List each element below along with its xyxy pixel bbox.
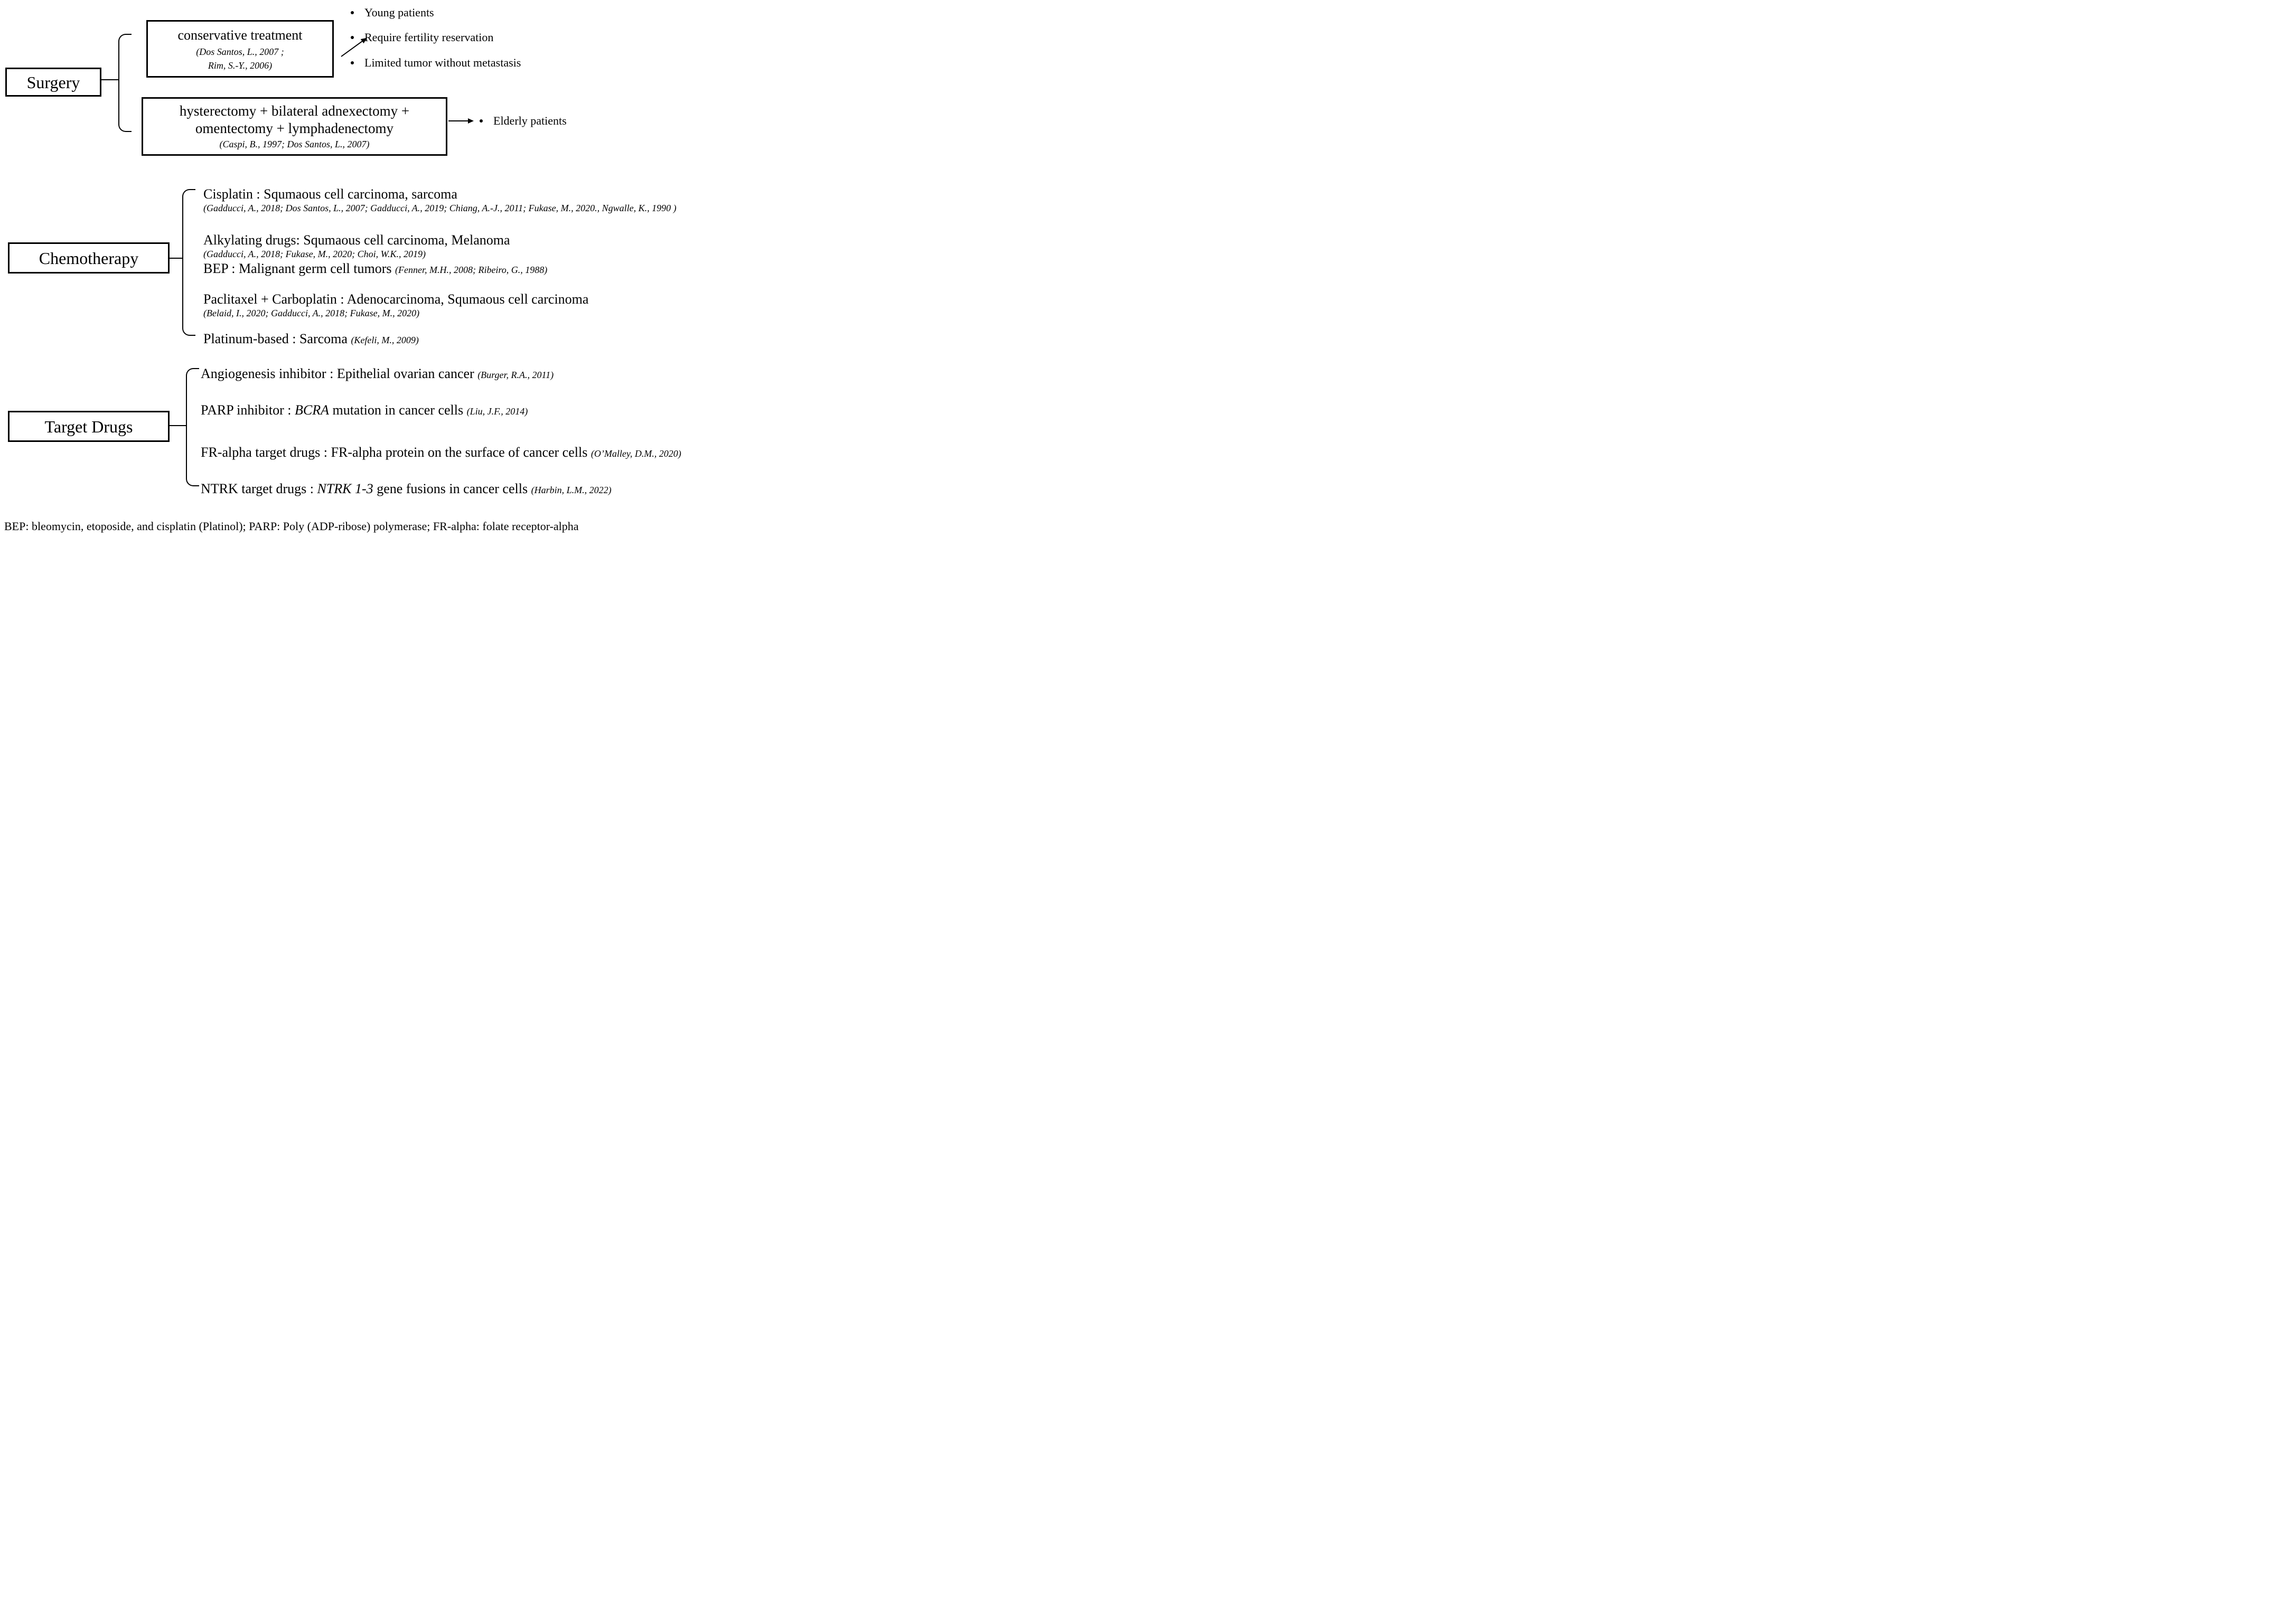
conservative-citation-line1: (Dos Santos, L., 2007 ; bbox=[196, 46, 284, 57]
target-drugs-label: Target Drugs bbox=[44, 417, 133, 436]
chemo-item-main: Platinum-based : Sarcoma bbox=[203, 331, 348, 346]
target-item-citation: (O’Malley, D.M., 2020) bbox=[591, 448, 681, 459]
conservative-bullet-2: Require fertility reservation bbox=[364, 31, 494, 44]
chemo-item-main: Paclitaxel + Carboplatin : Adenocarcinom… bbox=[203, 291, 589, 307]
chemo-item-main: Cisplatin : Squmaous cell carcinoma, sar… bbox=[203, 186, 457, 202]
target-item-fr-alpha: FR-alpha target drugs : FR-alpha protein… bbox=[201, 445, 681, 461]
treatment-flow-diagram: Surgery conservative treatment (Dos Sant… bbox=[0, 0, 765, 537]
bullet-dot bbox=[351, 36, 354, 39]
target-item-text: FR-alpha target drugs : FR-alpha protein… bbox=[201, 445, 591, 460]
abbreviation-key: BEP: bleomycin, etoposide, and cisplatin… bbox=[4, 520, 579, 533]
list-item: Young patients bbox=[351, 6, 434, 20]
conservative-citation-line2: Rim, S.-Y., 2006) bbox=[208, 60, 273, 71]
chemo-item-cisplatin: Cisplatin : Squmaous cell carcinoma, sar… bbox=[203, 186, 677, 214]
chemo-item-citation: (Gadducci, A., 2018; Dos Santos, L., 200… bbox=[203, 203, 677, 213]
radical-surgery-citation: (Caspi, B., 1997; Dos Santos, L., 2007) bbox=[219, 138, 370, 149]
target-item-citation: (Liu, J.F., 2014) bbox=[466, 406, 528, 417]
chemotherapy-label: Chemotherapy bbox=[39, 248, 139, 268]
chemo-item-bep: BEP : Malignant germ cell tumors (Fenner… bbox=[203, 261, 547, 278]
chemo-item-platinum: Platinum-based : Sarcoma (Kefeli, M., 20… bbox=[203, 331, 419, 348]
list-item: Limited tumor without metastasis bbox=[351, 56, 521, 70]
conservative-bullet-1: Young patients bbox=[364, 6, 434, 19]
chemo-item-citation: (Kefeli, M., 2009) bbox=[351, 335, 419, 345]
target-item-ntrk: NTRK target drugs : NTRK 1-3 gene fusion… bbox=[201, 481, 612, 498]
surgery-connector-line bbox=[101, 79, 119, 80]
surgery-box: Surgery bbox=[5, 68, 101, 97]
chemo-item-citation: (Fenner, M.H., 2008; Ribeiro, G., 1988) bbox=[395, 265, 548, 275]
chemo-item-paclitaxel: Paclitaxel + Carboplatin : Adenocarcinom… bbox=[203, 291, 588, 319]
target-item-em: NTRK 1-3 bbox=[317, 481, 373, 496]
bullet-dot bbox=[351, 61, 354, 64]
chemotherapy-connector-line bbox=[170, 258, 183, 259]
list-item: Require fertility reservation bbox=[351, 31, 493, 44]
target-item-parp: PARP inhibitor : BCRA mutation in cancer… bbox=[201, 402, 528, 419]
target-item-citation: (Burger, R.A., 2011) bbox=[477, 370, 554, 380]
surgery-bracket bbox=[118, 34, 132, 132]
chemo-item-citation: (Belaid, I., 2020; Gadducci, A., 2018; F… bbox=[203, 308, 420, 318]
target-item-text: mutation in cancer cells bbox=[329, 402, 467, 418]
right-arrow-icon bbox=[448, 118, 474, 124]
target-item-text: gene fusions in cancer cells bbox=[373, 481, 531, 496]
chemotherapy-box: Chemotherapy bbox=[8, 242, 170, 274]
radical-surgery-line1: hysterectomy + bilateral adnexectomy + bbox=[179, 102, 410, 119]
radical-bullet-1: Elderly patients bbox=[493, 114, 567, 127]
conservative-bullet-3: Limited tumor without metastasis bbox=[364, 56, 521, 69]
chemo-item-citation: (Gadducci, A., 2018; Fukase, M., 2020; C… bbox=[203, 249, 426, 259]
target-item-text: PARP inhibitor : bbox=[201, 402, 295, 418]
chemotherapy-bracket bbox=[182, 189, 195, 336]
conservative-treatment-box: conservative treatment (Dos Santos, L., … bbox=[146, 20, 334, 78]
target-drugs-bracket bbox=[186, 368, 199, 486]
list-item: Elderly patients bbox=[480, 114, 567, 128]
target-item-text: NTRK target drugs : bbox=[201, 481, 317, 496]
chemo-item-main: BEP : Malignant germ cell tumors bbox=[203, 261, 392, 276]
target-item-em: BCRA bbox=[294, 402, 329, 418]
target-item-citation: (Harbin, L.M., 2022) bbox=[531, 485, 612, 495]
target-drugs-box: Target Drugs bbox=[8, 411, 170, 442]
target-item-text: Angiogenesis inhibitor : Epithelial ovar… bbox=[201, 366, 478, 381]
bullet-dot bbox=[480, 119, 483, 123]
target-drugs-connector-line bbox=[170, 425, 187, 426]
chemo-item-alkylating: Alkylating drugs: Squmaous cell carcinom… bbox=[203, 232, 510, 260]
surgery-label: Surgery bbox=[26, 72, 80, 92]
radical-surgery-line2: omentectomy + lymphadenectomy bbox=[195, 120, 394, 136]
bullet-dot bbox=[351, 11, 354, 14]
radical-surgery-box: hysterectomy + bilateral adnexectomy + o… bbox=[142, 97, 447, 156]
conservative-treatment-title: conservative treatment bbox=[177, 27, 303, 43]
target-item-angiogenesis: Angiogenesis inhibitor : Epithelial ovar… bbox=[201, 366, 554, 383]
chemo-item-main: Alkylating drugs: Squmaous cell carcinom… bbox=[203, 232, 510, 248]
